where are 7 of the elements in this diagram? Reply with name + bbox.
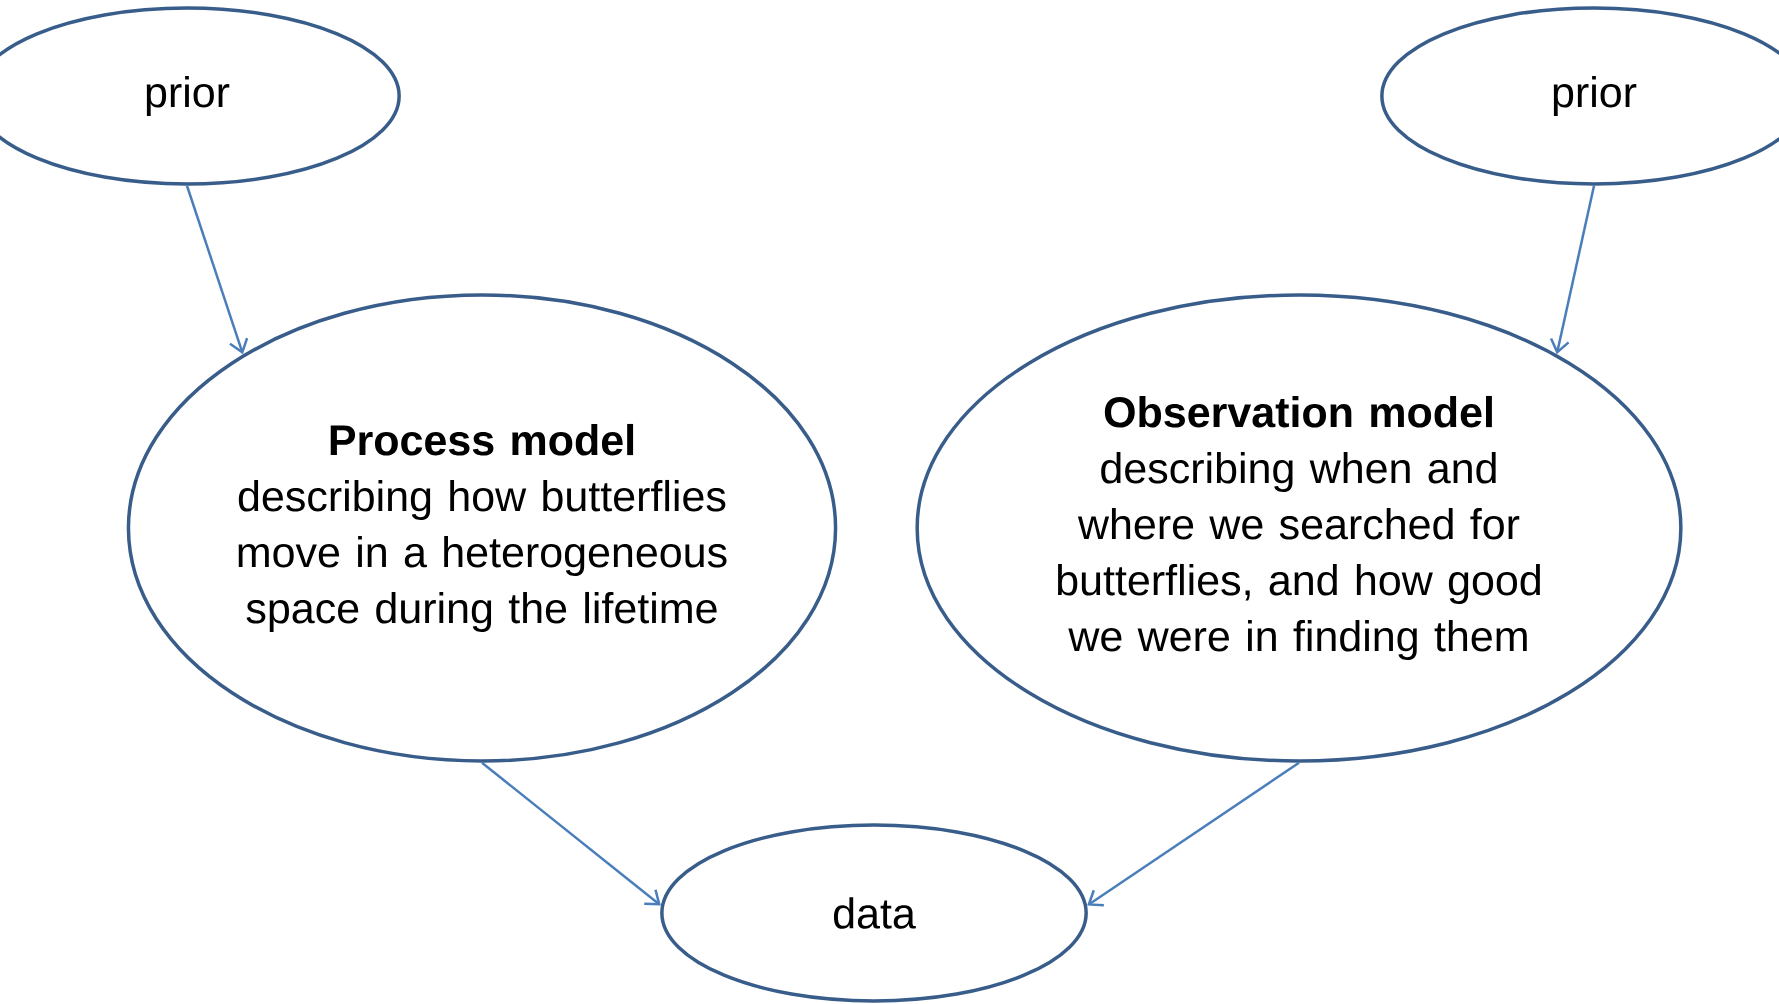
arrow	[185, 185, 249, 355]
arrow	[1549, 185, 1596, 355]
arrow	[1087, 761, 1300, 907]
ellipse-node: data	[660, 823, 1088, 1003]
ellipse-node: Process model describing how butterflies move in a heterogeneous space during the lifetime	[126, 293, 838, 763]
arrow	[481, 761, 661, 906]
ellipse-node: Observation model describing when and where we searched for butterflies, and how good we were in finding them	[915, 293, 1683, 763]
